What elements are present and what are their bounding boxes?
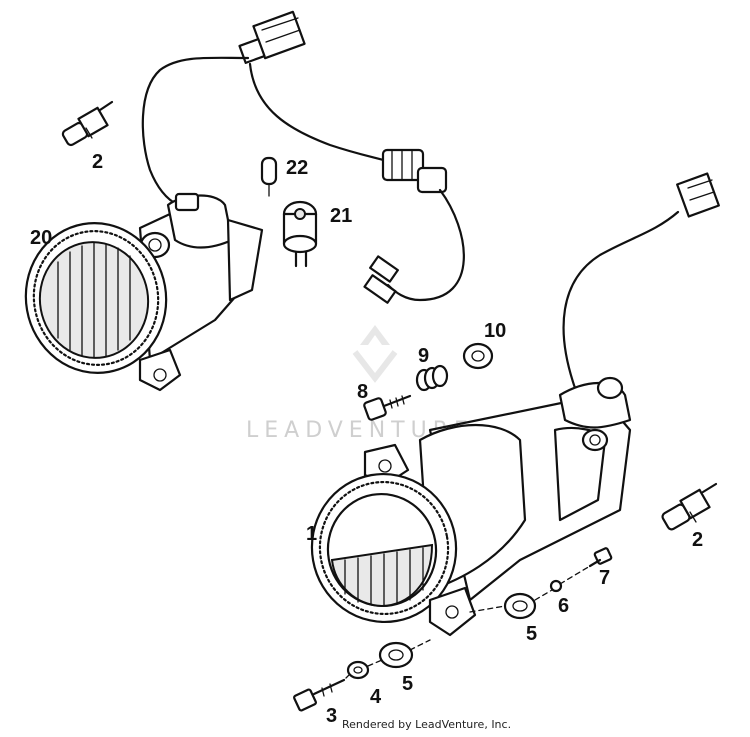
- bulb-right-icon: [661, 482, 718, 531]
- lens-stripes: [57, 242, 131, 359]
- leader-lines-right: [469, 565, 591, 613]
- harness-wire-right-lower: [386, 188, 465, 302]
- right-connector: [676, 172, 720, 218]
- callout-fog-lamp-left: 20: [30, 227, 52, 249]
- callout-spring: 9: [418, 345, 429, 367]
- inline-connector: [381, 148, 448, 194]
- lens-stripes-lower: [344, 547, 424, 607]
- render-credit: Rendered by LeadVenture, Inc.: [342, 718, 512, 731]
- callout-grommet-5b: 5: [402, 673, 413, 695]
- harness-wire-left: [141, 56, 250, 207]
- fog-lamp-left: [24, 192, 264, 392]
- right-lamp-wire: [562, 210, 680, 390]
- washer-6-icon: [549, 579, 563, 593]
- spade-connector: [363, 255, 399, 304]
- grommet-5a-icon: [503, 592, 537, 620]
- grommet-5b-icon: [378, 641, 414, 669]
- callout-grommet-5a: 5: [526, 623, 537, 645]
- callout-socket: 21: [330, 205, 352, 227]
- fog-lamp-right: [310, 172, 720, 637]
- bolt-7-icon: [588, 547, 613, 568]
- callout-bulb-right: 2: [692, 529, 703, 551]
- leader-lines-lower: [345, 639, 431, 679]
- upper-connector: [238, 10, 306, 64]
- socket-icon: [282, 200, 318, 268]
- callout-washer-4: 4: [370, 686, 382, 708]
- callout-washer-6: 6: [558, 595, 569, 617]
- watermark-logo-icon: [352, 325, 398, 383]
- grommet-10-icon: [462, 342, 494, 370]
- callout-fog-lamp-right: 1: [306, 523, 317, 545]
- screw-8-icon: [363, 394, 412, 421]
- bulb-left-icon: [61, 100, 114, 147]
- spring-icon: [415, 364, 449, 392]
- callout-bulb-left: 2: [92, 151, 103, 173]
- washer-4-icon: [346, 660, 370, 680]
- callout-screw-8: 8: [357, 381, 368, 403]
- bolt-3-icon: [293, 678, 346, 712]
- callout-grommet-10: 10: [484, 320, 506, 342]
- bulb-small-icon: [260, 156, 278, 197]
- callout-bulb-small: 22: [286, 157, 308, 179]
- harness-wire-right: [248, 62, 392, 164]
- callout-bolt-3: 3: [326, 705, 337, 727]
- callout-bolt-7: 7: [599, 567, 610, 589]
